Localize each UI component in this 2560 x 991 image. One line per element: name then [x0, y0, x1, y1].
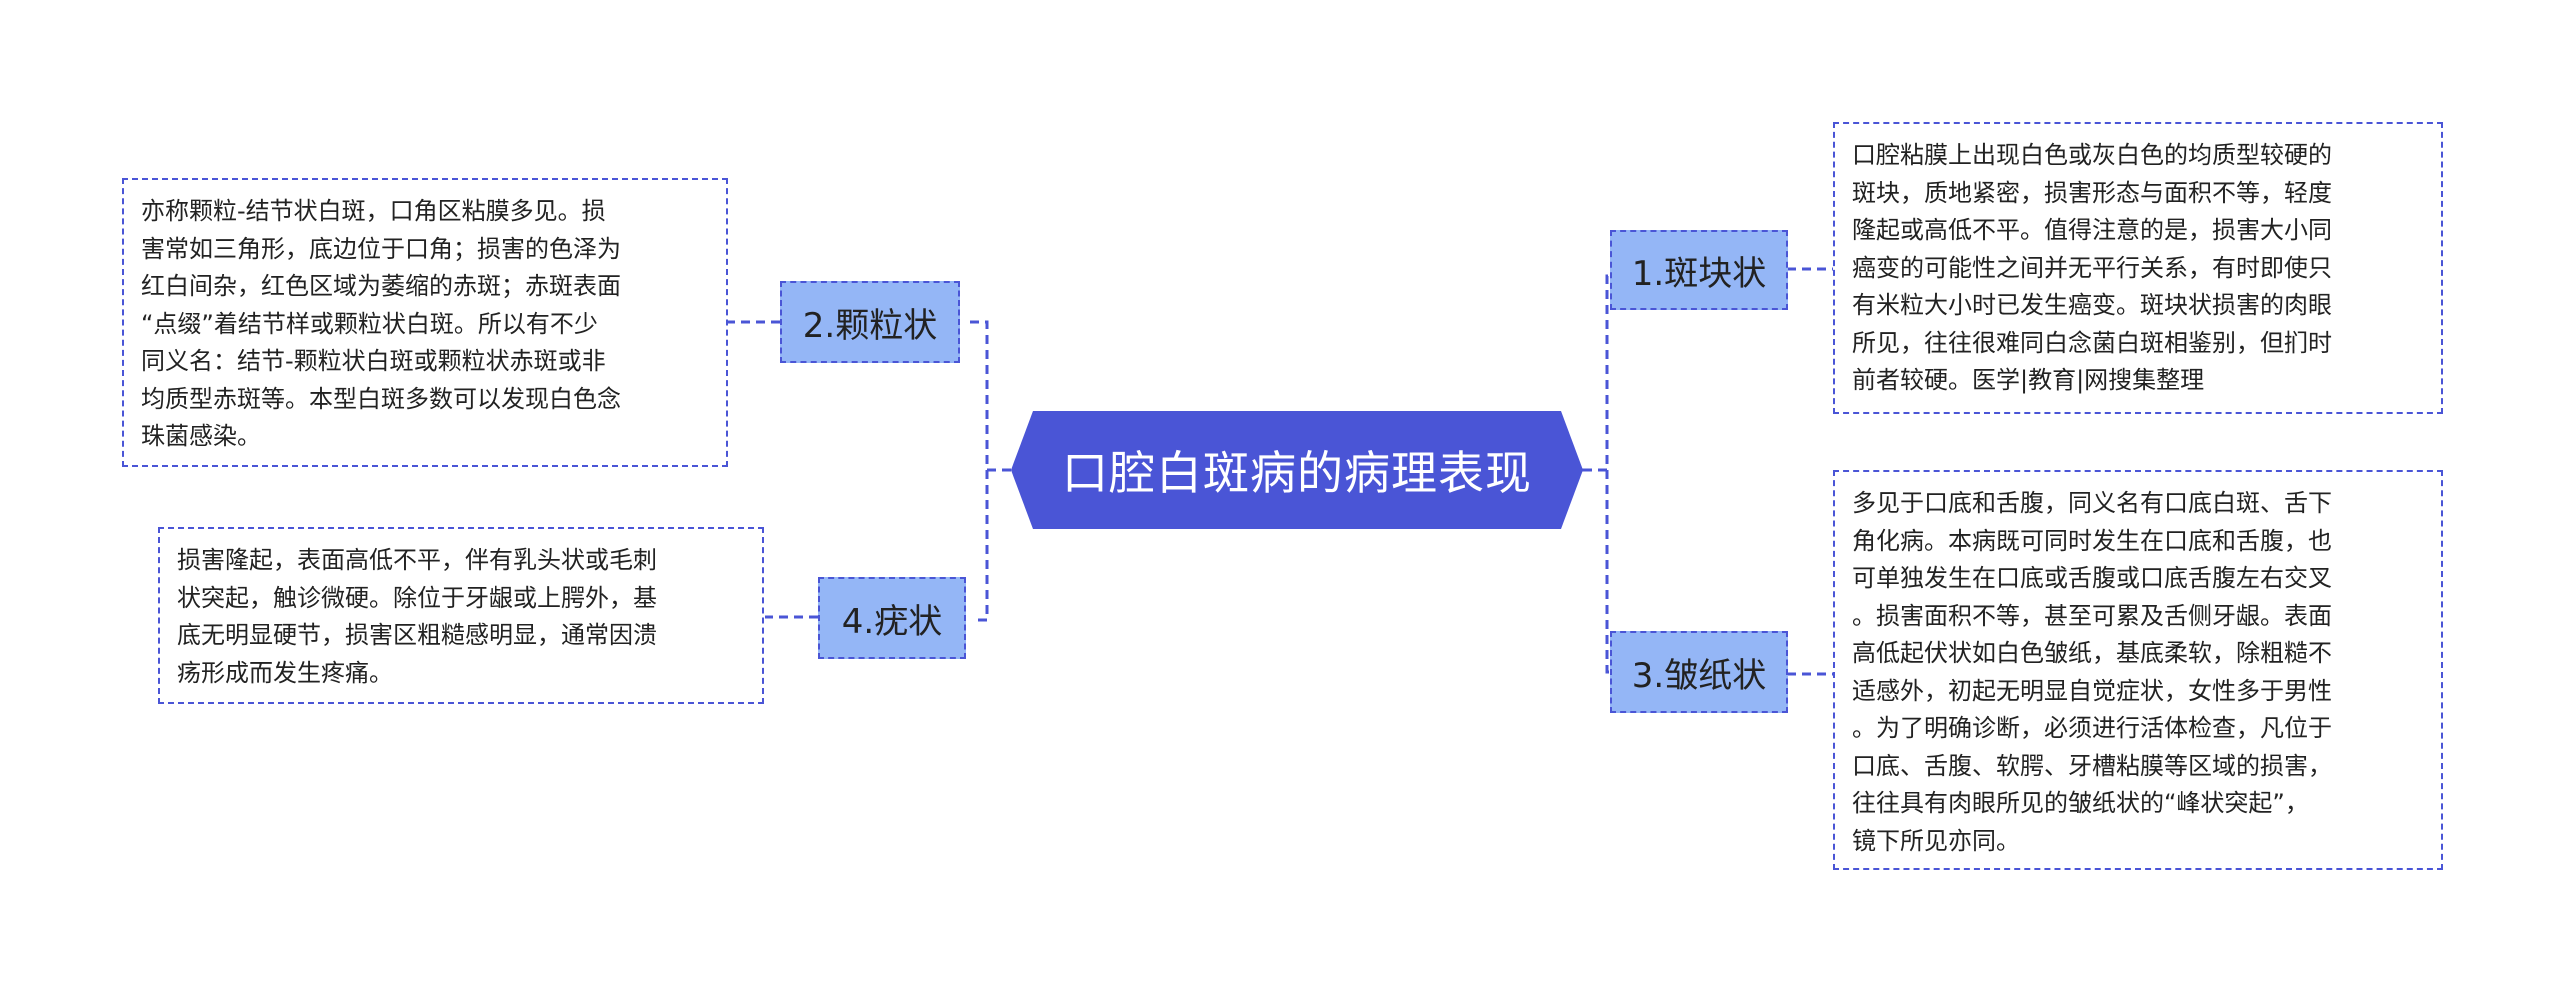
note-plaque-type: 口腔粘膜上出现白色或灰白色的均质型较硬的 斑块，质地紧密，损害形态与面积不等，轻…	[1833, 122, 2443, 414]
branch-label: 4.疣状	[841, 601, 943, 642]
note-text: 损害隆起，表面高低不平，伴有乳头状或毛刺 状突起，触诊微硬。除位于牙龈或上腭外，…	[177, 546, 657, 687]
central-topic[interactable]: 口腔白斑病的病理表现	[1011, 411, 1583, 529]
branch-wrinkled-paper-type[interactable]: 3.皱纸状	[1610, 631, 1788, 713]
note-verrucous-type: 损害隆起，表面高低不平，伴有乳头状或毛刺 状突起，触诊微硬。除位于牙龈或上腭外，…	[158, 527, 764, 704]
branch-plaque-type[interactable]: 1.斑块状	[1610, 230, 1788, 310]
central-topic-title: 口腔白斑病的病理表现	[1062, 446, 1532, 500]
branch-label: 3.皱纸状	[1631, 655, 1767, 696]
connector-root-right	[1580, 274, 1640, 674]
note-wrinkled-paper-type: 多见于口底和舌腹，同义名有口底白斑、舌下 角化病。本病既可同时发生在口底和舌腹，…	[1833, 470, 2443, 870]
note-text: 亦称颗粒-结节状白斑，口角区粘膜多见。损 害常如三角形，底边位于口角；损害的色泽…	[141, 197, 621, 450]
note-text: 口腔粘膜上出现白色或灰白色的均质型较硬的 斑块，质地紧密，损害形态与面积不等，轻…	[1852, 141, 2332, 394]
connector-root-left	[968, 320, 1011, 622]
branch-verrucous-type[interactable]: 4.疣状	[818, 577, 966, 659]
note-text: 多见于口底和舌腹，同义名有口底白斑、舌下 角化病。本病既可同时发生在口底和舌腹，…	[1852, 489, 2332, 855]
note-granular-type: 亦称颗粒-结节状白斑，口角区粘膜多见。损 害常如三角形，底边位于口角；损害的色泽…	[122, 178, 728, 467]
branch-label: 1.斑块状	[1631, 253, 1767, 294]
branch-granular-type[interactable]: 2.颗粒状	[780, 281, 960, 363]
branch-label: 2.颗粒状	[802, 305, 938, 346]
